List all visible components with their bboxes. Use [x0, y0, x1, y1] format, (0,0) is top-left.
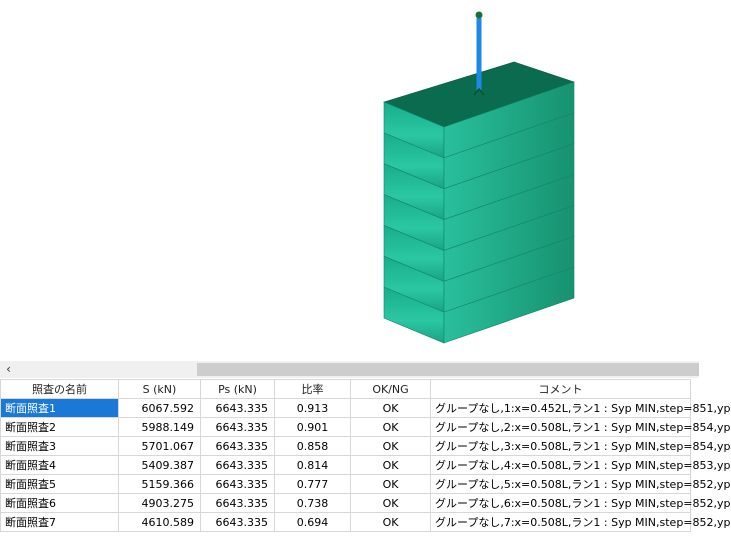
cell-name[interactable]: 断面照査5	[0, 474, 119, 494]
cell-ps[interactable]: 6643.335	[200, 474, 275, 494]
results-grid: 照査の名前 S (kN) Ps (kN) 比率 OK/NG コメント 断面照査1…	[0, 379, 731, 550]
top-node-icon	[475, 11, 483, 19]
col-header-s[interactable]: S (kN)	[118, 379, 201, 399]
cell-ps[interactable]: 6643.335	[200, 417, 275, 437]
cell-comment[interactable]: グループなし,6:x=0.508L,ラン1 : Syp MIN,step=852…	[430, 493, 731, 513]
cell-comment[interactable]: グループなし,7:x=0.508L,ラン1 : Syp MIN,step=852…	[430, 512, 731, 532]
cell-s[interactable]: 5988.149	[118, 417, 201, 437]
cell-s[interactable]: 6067.592	[118, 398, 201, 418]
cell-ratio[interactable]: 0.777	[274, 474, 351, 494]
cell-okng[interactable]: OK	[350, 512, 431, 532]
cell-okng[interactable]: OK	[350, 455, 431, 475]
model-viewport[interactable]	[0, 0, 699, 360]
col-header-okng[interactable]: OK/NG	[350, 379, 431, 399]
cell-okng[interactable]: OK	[350, 398, 431, 418]
cell-name[interactable]: 断面照査1	[0, 398, 119, 418]
cell-ps[interactable]: 6643.335	[200, 436, 275, 456]
cell-name[interactable]: 断面照査3	[0, 436, 119, 456]
cell-okng[interactable]: OK	[350, 436, 431, 456]
cell-ratio[interactable]: 0.738	[274, 493, 351, 513]
cell-s[interactable]: 4903.275	[118, 493, 201, 513]
cell-s[interactable]: 5701.067	[118, 436, 201, 456]
col-header-ps[interactable]: Ps (kN)	[200, 379, 275, 399]
cell-comment[interactable]: グループなし,4:x=0.508L,ラン1 : Syp MIN,step=853…	[430, 455, 731, 475]
cell-name[interactable]: 断面照査4	[0, 455, 119, 475]
cell-ps[interactable]: 6643.335	[200, 493, 275, 513]
cell-s[interactable]: 5409.387	[118, 455, 201, 475]
cell-ratio[interactable]: 0.901	[274, 417, 351, 437]
cell-ratio[interactable]: 0.858	[274, 436, 351, 456]
structure-model	[383, 11, 575, 344]
scrollbar-thumb[interactable]	[197, 363, 699, 376]
col-header-comment[interactable]: コメント	[430, 379, 691, 399]
cell-ratio[interactable]: 0.814	[274, 455, 351, 475]
cell-name[interactable]: 断面照査2	[0, 417, 119, 437]
cell-s[interactable]: 5159.366	[118, 474, 201, 494]
cell-comment[interactable]: グループなし,1:x=0.452L,ラン1 : Syp MIN,step=851…	[430, 398, 731, 418]
cell-ratio[interactable]: 0.913	[274, 398, 351, 418]
model-side-segment	[443, 266, 575, 344]
cell-okng[interactable]: OK	[350, 474, 431, 494]
cell-okng[interactable]: OK	[350, 493, 431, 513]
cell-comment[interactable]: グループなし,2:x=0.508L,ラン1 : Syp MIN,step=854…	[430, 417, 731, 437]
grid-header-row: 照査の名前 S (kN) Ps (kN) 比率 OK/NG コメント	[0, 379, 691, 399]
cell-ps[interactable]: 6643.335	[200, 455, 275, 475]
col-header-name[interactable]: 照査の名前	[0, 379, 119, 399]
cell-name[interactable]: 断面照査7	[0, 512, 119, 532]
cell-ratio[interactable]: 0.694	[274, 512, 351, 532]
cell-name[interactable]: 断面照査6	[0, 493, 119, 513]
horizontal-scrollbar[interactable]: ‹	[0, 361, 699, 378]
cell-comment[interactable]: グループなし,5:x=0.508L,ラン1 : Syp MIN,step=852…	[430, 474, 731, 494]
col-header-ratio[interactable]: 比率	[274, 379, 351, 399]
chevron-left-icon[interactable]: ‹	[6, 362, 11, 376]
cell-ps[interactable]: 6643.335	[200, 398, 275, 418]
cell-okng[interactable]: OK	[350, 417, 431, 437]
cell-ps[interactable]: 6643.335	[200, 512, 275, 532]
cell-comment[interactable]: グループなし,3:x=0.508L,ラン1 : Syp MIN,step=854…	[430, 436, 731, 456]
base-node-icon	[473, 87, 485, 96]
cell-s[interactable]: 4610.589	[118, 512, 201, 532]
